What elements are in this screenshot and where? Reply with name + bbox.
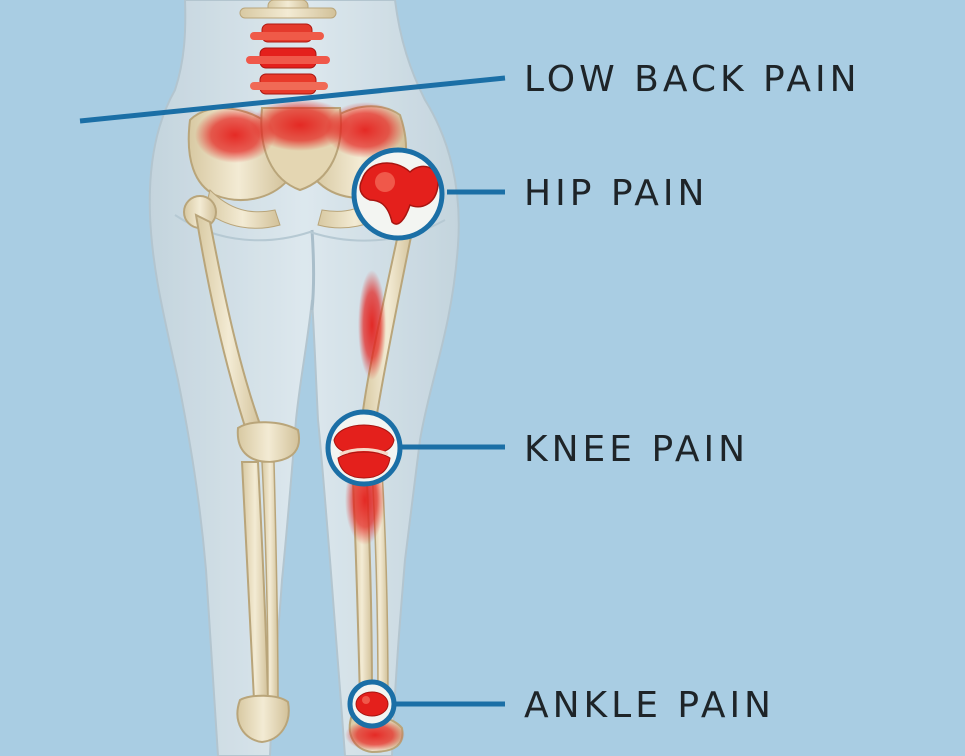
knee-pain-marker xyxy=(328,412,400,484)
knee-pain-label: KNEE PAIN xyxy=(524,432,749,468)
ankle-pain-marker xyxy=(350,682,394,726)
ankle-pain-label: ANKLE PAIN xyxy=(524,688,775,724)
hip-pain-marker xyxy=(354,150,442,238)
low-back-pain-label: LOW BACK PAIN xyxy=(524,62,861,98)
hip-pain-label: HIP PAIN xyxy=(524,176,708,212)
